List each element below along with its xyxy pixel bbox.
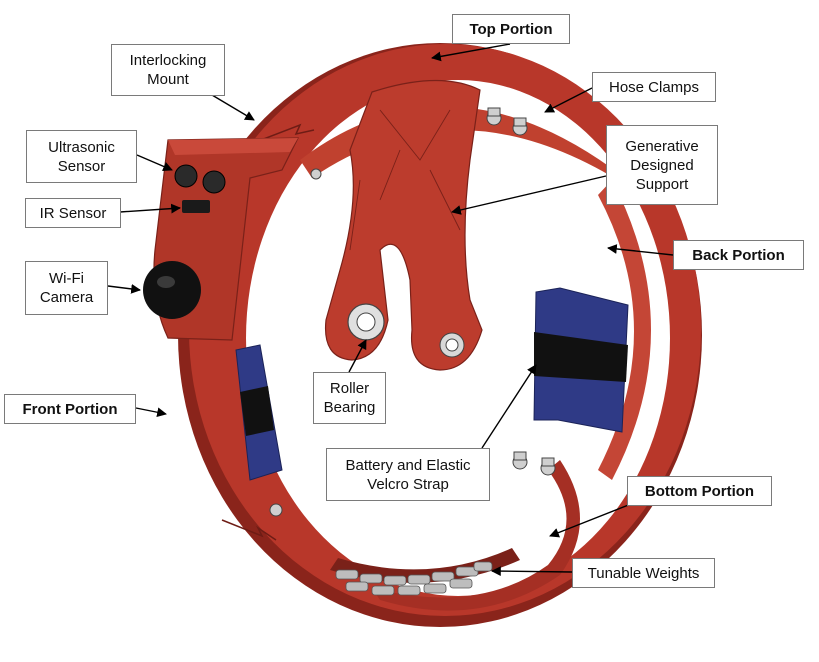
label-generative-designed-support: Generative Designed Support [606, 125, 718, 205]
label-tunable-weights: Tunable Weights [572, 558, 715, 588]
label-front-portion: Front Portion [4, 394, 136, 424]
label-interlocking-mount: Interlocking Mount [111, 44, 225, 96]
label-hose-clamps: Hose Clamps [592, 72, 716, 102]
label-wifi-camera: Wi-Fi Camera [25, 261, 108, 315]
leader-arrows [107, 43, 674, 577]
label-battery-and-strap: Battery and Elastic Velcro Strap [326, 448, 490, 501]
battery-right [533, 287, 629, 433]
label-ultrasonic-sensor: Ultrasonic Sensor [26, 130, 137, 183]
bottom-weights [330, 548, 520, 596]
label-ir-sensor: IR Sensor [25, 198, 121, 228]
hose-clamps [269, 107, 556, 517]
label-roller-bearing: Roller Bearing [313, 372, 386, 424]
generative-support [324, 79, 483, 371]
battery-left [235, 344, 283, 481]
label-bottom-portion: Bottom Portion [627, 476, 772, 506]
label-back-portion: Back Portion [673, 240, 804, 270]
label-top-portion: Top Portion [452, 14, 570, 44]
sensor-housing [143, 137, 299, 341]
